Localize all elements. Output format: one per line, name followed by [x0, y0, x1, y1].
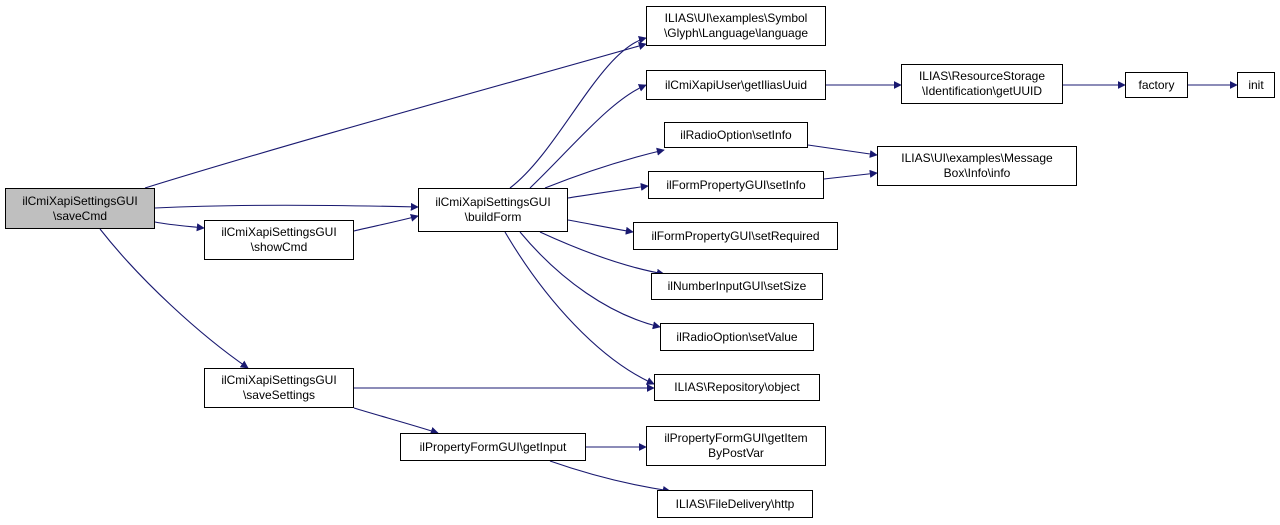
edge-build-to-ro_setinfo — [544, 147, 665, 189]
node-resourcestorage-getuuid[interactable]: ILIAS\ResourceStorage \Identification\ge… — [901, 64, 1063, 104]
node-label-line: factory — [1138, 77, 1175, 92]
node-savesettings[interactable]: ilCmiXapiSettingsGUI \saveSettings — [204, 368, 354, 408]
edge-build-to-fp_setreq — [567, 219, 634, 235]
node-init[interactable]: init — [1237, 72, 1275, 98]
node-label-line: ilPropertyFormGUI\getInput — [419, 439, 567, 454]
node-label-line: \buildForm — [464, 210, 522, 224]
edge-build-to-repo — [504, 231, 655, 385]
node-label-line: Box\Info\info — [943, 166, 1011, 180]
edge-save-to-show — [154, 221, 205, 232]
edge-build-to-uuid — [529, 84, 647, 189]
edge-savesettings-to-getinput — [353, 407, 439, 435]
node-label-line: ILIAS\Repository\object — [674, 380, 800, 394]
node-label-line: ByPostVar — [708, 446, 764, 460]
edge-build-to-ro_setvalue — [519, 231, 661, 330]
node-label-line: ilCmiXapiSettingsGUI — [435, 195, 551, 209]
node-label-line: ilFormPropertyGUI\setRequired — [651, 228, 820, 243]
node-radiooption-setvalue[interactable]: ilRadioOption\setValue — [660, 323, 814, 351]
node-label-line: ILIAS\UI\examples\Message — [901, 151, 1053, 165]
node-language[interactable]: ILIAS\UI\examples\Symbol \Glyph\Language… — [646, 6, 826, 46]
node-showcmd[interactable]: ilCmiXapiSettingsGUI \showCmd — [204, 220, 354, 260]
node-label-line: ilCmiXapiSettingsGUI — [22, 193, 138, 208]
node-factory[interactable]: factory — [1125, 72, 1188, 98]
node-label-line: ilNumberInputGUI\setSize — [667, 279, 807, 293]
edge-save-to-build — [154, 202, 419, 211]
node-label-line: ILIAS\ResourceStorage — [918, 69, 1046, 83]
node-label-line: ilCmiXapiUser\getIliasUuid — [664, 77, 808, 92]
node-getiliasuuid[interactable]: ilCmiXapiUser\getIliasUuid — [646, 70, 826, 100]
node-label-line: \Glyph\Language\language — [663, 26, 809, 40]
node-formproperty-setinfo[interactable]: ilFormPropertyGUI\setInfo — [648, 171, 824, 199]
edges-layer — [99, 35, 1238, 494]
node-label-line: init — [1248, 77, 1264, 92]
node-filedelivery-http[interactable]: ILIAS\FileDelivery\http — [657, 490, 813, 518]
node-buildform[interactable]: ilCmiXapiSettingsGUI \buildForm — [418, 188, 568, 232]
node-formproperty-setrequired[interactable]: ilFormPropertyGUI\setRequired — [633, 222, 838, 250]
node-messagebox-info[interactable]: ILIAS\UI\examples\Message Box\Info\info — [877, 146, 1077, 186]
edge-getinput-to-http — [549, 460, 671, 494]
node-getinput[interactable]: ilPropertyFormGUI\getInput — [400, 433, 586, 461]
node-radiooption-setinfo[interactable]: ilRadioOption\setInfo — [664, 122, 808, 148]
node-getitembypostvar[interactable]: ilPropertyFormGUI\getItem ByPostVar — [646, 426, 826, 466]
node-label-line: \saveSettings — [242, 388, 316, 402]
node-label-line: ILIAS\FileDelivery\http — [675, 496, 795, 511]
edge-save-to-savesettings — [99, 228, 249, 369]
node-savecmd[interactable]: ilCmiXapiSettingsGUI \saveCmd — [5, 188, 155, 229]
edge-show-to-build — [353, 213, 419, 232]
node-label-line: ilFormPropertyGUI\setInfo — [666, 177, 806, 192]
edge-build-to-lang — [509, 35, 647, 189]
node-repository-object[interactable]: ILIAS\Repository\object — [654, 374, 820, 401]
node-numberinput-setsize[interactable]: ilNumberInputGUI\setSize — [651, 273, 823, 300]
edge-fp_setinfo-to-msgbox — [823, 169, 878, 180]
edge-build-to-ni_setsize — [539, 231, 665, 277]
node-label-line: ilCmiXapiSettingsGUI — [221, 373, 337, 387]
node-label-line: ilPropertyFormGUI\getItem — [664, 431, 808, 445]
edge-build-to-fp_setinfo — [567, 182, 649, 199]
node-label-line: ilRadioOption\setInfo — [680, 127, 792, 142]
node-label-line: ilRadioOption\setValue — [676, 329, 798, 344]
node-label-line: \saveCmd — [52, 208, 108, 223]
node-label-line: \showCmd — [250, 240, 308, 254]
node-label-line: ILIAS\UI\examples\Symbol — [664, 11, 808, 25]
node-label-line: ilCmiXapiSettingsGUI — [221, 225, 337, 239]
edge-ro_setinfo-to-msgbox — [807, 144, 878, 158]
edge-save-to-lang — [144, 42, 647, 189]
node-label-line: \Identification\getUUID — [921, 84, 1043, 98]
